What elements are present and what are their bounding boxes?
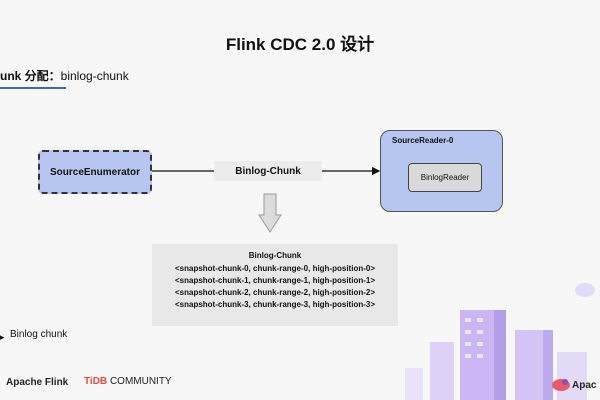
page-title: Flink CDC 2.0 设计: [225, 35, 375, 54]
tidb-logo-icon: TiDB: [84, 376, 108, 387]
apache-flink-logo-right: Apac: [572, 380, 597, 391]
subtitle-underline: [0, 87, 66, 89]
subtitle-value: binlog-chunk: [60, 69, 129, 83]
tidb-community-logo: TiDB COMMUNITY: [84, 376, 172, 387]
binlog-reader-label: BinlogReader: [420, 173, 470, 182]
detail-line: <snapshot-chunk-2, chunk-range-2, high-p…: [174, 288, 375, 297]
legend-label: Binlog chunk: [10, 329, 68, 340]
section-subtitle: unk 分配：binlog-chunk: [0, 67, 129, 84]
hollow-down-arrow-icon: [258, 193, 282, 233]
edge-label-box: Binlog-Chunk: [214, 161, 322, 181]
source-enumerator-label: SourceEnumerator: [49, 166, 141, 178]
binlog-reader-node: BinlogReader: [408, 163, 482, 192]
subtitle-prefix: unk 分配：: [0, 69, 61, 83]
detail-line: <snapshot-chunk-3, chunk-range-3, high-p…: [174, 300, 375, 309]
legend-marker-icon: ▸: [0, 332, 5, 342]
edge-label: Binlog-Chunk: [235, 165, 301, 177]
detail-line: <snapshot-chunk-0, chunk-range-0, high-p…: [174, 264, 375, 273]
source-reader-group-label: SourceReader-0: [392, 136, 454, 145]
apache-flink-logo: Apache Flink: [6, 377, 69, 388]
tidb-community-label: COMMUNITY: [109, 376, 172, 387]
detail-line: <snapshot-chunk-1, chunk-range-1, high-p…: [174, 276, 375, 285]
binlog-chunk-detail-box: [152, 244, 398, 326]
squirrel-icon: [552, 379, 570, 391]
detail-title: Binlog-Chunk: [248, 251, 302, 260]
city-illustration: [405, 283, 595, 400]
source-enumerator-node: SourceEnumerator: [38, 150, 152, 194]
